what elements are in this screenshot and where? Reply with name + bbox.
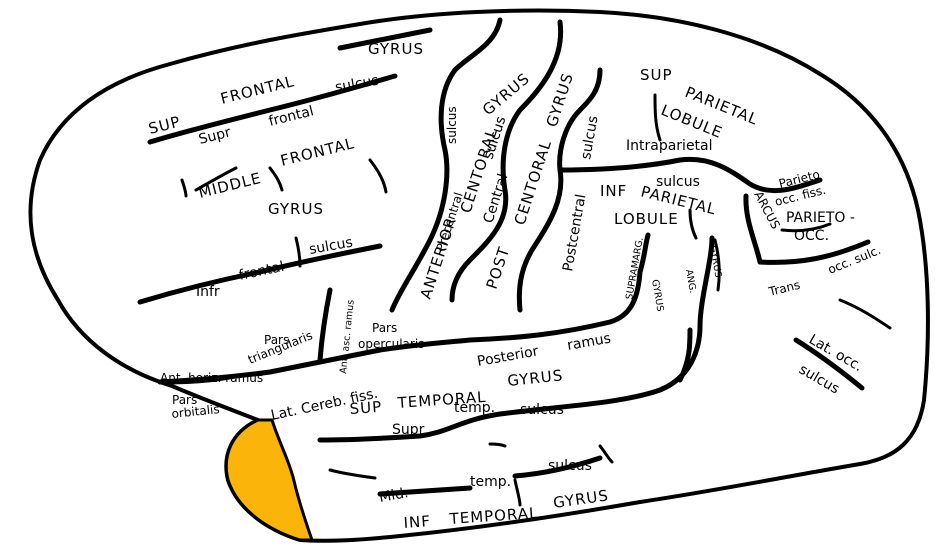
intraparietal-sulcus: [557, 156, 823, 194]
label-sup-temporal: SUP: [349, 398, 383, 418]
occ-fragment: [780, 222, 832, 233]
lat-occ-sulcus: [793, 337, 865, 391]
label-sulcus-mid: sulcus: [548, 458, 592, 474]
label-gyrus-top: GYRUS: [368, 40, 424, 58]
label-supr-temp: Supr: [392, 422, 425, 438]
sup-frontal-sulcus: [147, 73, 398, 145]
label-mid: Mid.: [378, 485, 410, 506]
inf-frontal-sulcus: [137, 243, 383, 305]
label-infr: Infr: [196, 284, 220, 300]
temporal-fragment-2: [488, 442, 507, 448]
sup-frontal-sulcus-top: [337, 27, 433, 51]
label-sulcus-vert: sulcus: [445, 106, 459, 144]
ant-asc-ramus: [317, 287, 333, 363]
label-inf-parietal: INF: [600, 182, 627, 200]
occ-fragment-2: [838, 298, 892, 330]
label-pars-opercularis-2: opercularis: [358, 337, 424, 351]
temporal-notch: [513, 478, 522, 507]
label-pars-orbitalis-2: orbitalis: [171, 402, 220, 421]
label-occ: OCC.: [794, 228, 829, 244]
intraparietal-branch-2: [688, 208, 698, 240]
frontal-fragment-3: [268, 166, 284, 192]
label-temp-mid: temp.: [470, 474, 511, 490]
label-pars-triangularis-1: Pars: [264, 333, 289, 347]
label-pars-opercularis-1: Pars: [372, 321, 397, 335]
sup-temporal-sulcus-branch-2: [713, 238, 721, 292]
temporal-fragment: [598, 444, 614, 464]
label-sup-parietal: SUP: [640, 66, 673, 84]
mid-temporal-sulcus-2: [512, 455, 603, 479]
lateral-cerebral-fissure: [157, 232, 651, 385]
brain-outline: [28, 8, 930, 543]
label-ramus: ramus: [566, 331, 612, 354]
temporal-lower-notch: [328, 468, 377, 480]
frontal-fragment-2: [368, 158, 388, 194]
label-parieto-occ: PARIETO -: [786, 210, 855, 226]
label-sulcus-temp-supr: sulcus: [520, 402, 564, 418]
ant-horiz-ramus: [160, 374, 242, 385]
label-pars-orbitalis-1: Pars: [172, 393, 197, 407]
precentral-sulcus: [389, 17, 503, 313]
label-lobule-inf: LOBULE: [614, 210, 679, 228]
label-intraparietal: Intraparietal: [626, 138, 713, 154]
label-sulcus-infr: sulcus: [308, 235, 354, 258]
sup-temporal-sulcus-branch: [677, 327, 693, 383]
label-ang: ANG.: [683, 269, 698, 295]
label-sulcus-intra: sulcus: [656, 174, 700, 190]
mid-temporal-sulcus: [377, 485, 473, 497]
central-sulcus: [449, 19, 564, 303]
intraparietal-branch: [653, 93, 662, 142]
label-inf-temporal: INF: [403, 512, 431, 532]
trans-occ-sulcus: [757, 239, 871, 265]
label-temp-supr: temp.: [454, 400, 495, 416]
parieto-occ-fissure: [743, 193, 763, 265]
label-gyrus-temporal-sup: GYRUS: [507, 366, 565, 390]
temporal-pole-highlight: [224, 418, 315, 542]
label-gyrus-mid: GYRUS: [268, 200, 324, 218]
label-sulcus-post: sulcus: [578, 115, 601, 161]
label-supr-frontal: Supr: [197, 124, 233, 147]
frontal-fragment-4: [180, 178, 188, 198]
label-ant-horiz-ramus: Ant. horiz. ramus: [160, 371, 263, 385]
sup-temporal-sulcus: [317, 235, 715, 443]
label-sulcus-top: sulcus: [334, 73, 380, 96]
inf-frontal-branch: [294, 236, 302, 268]
frontal-fragment-1: [194, 166, 238, 192]
